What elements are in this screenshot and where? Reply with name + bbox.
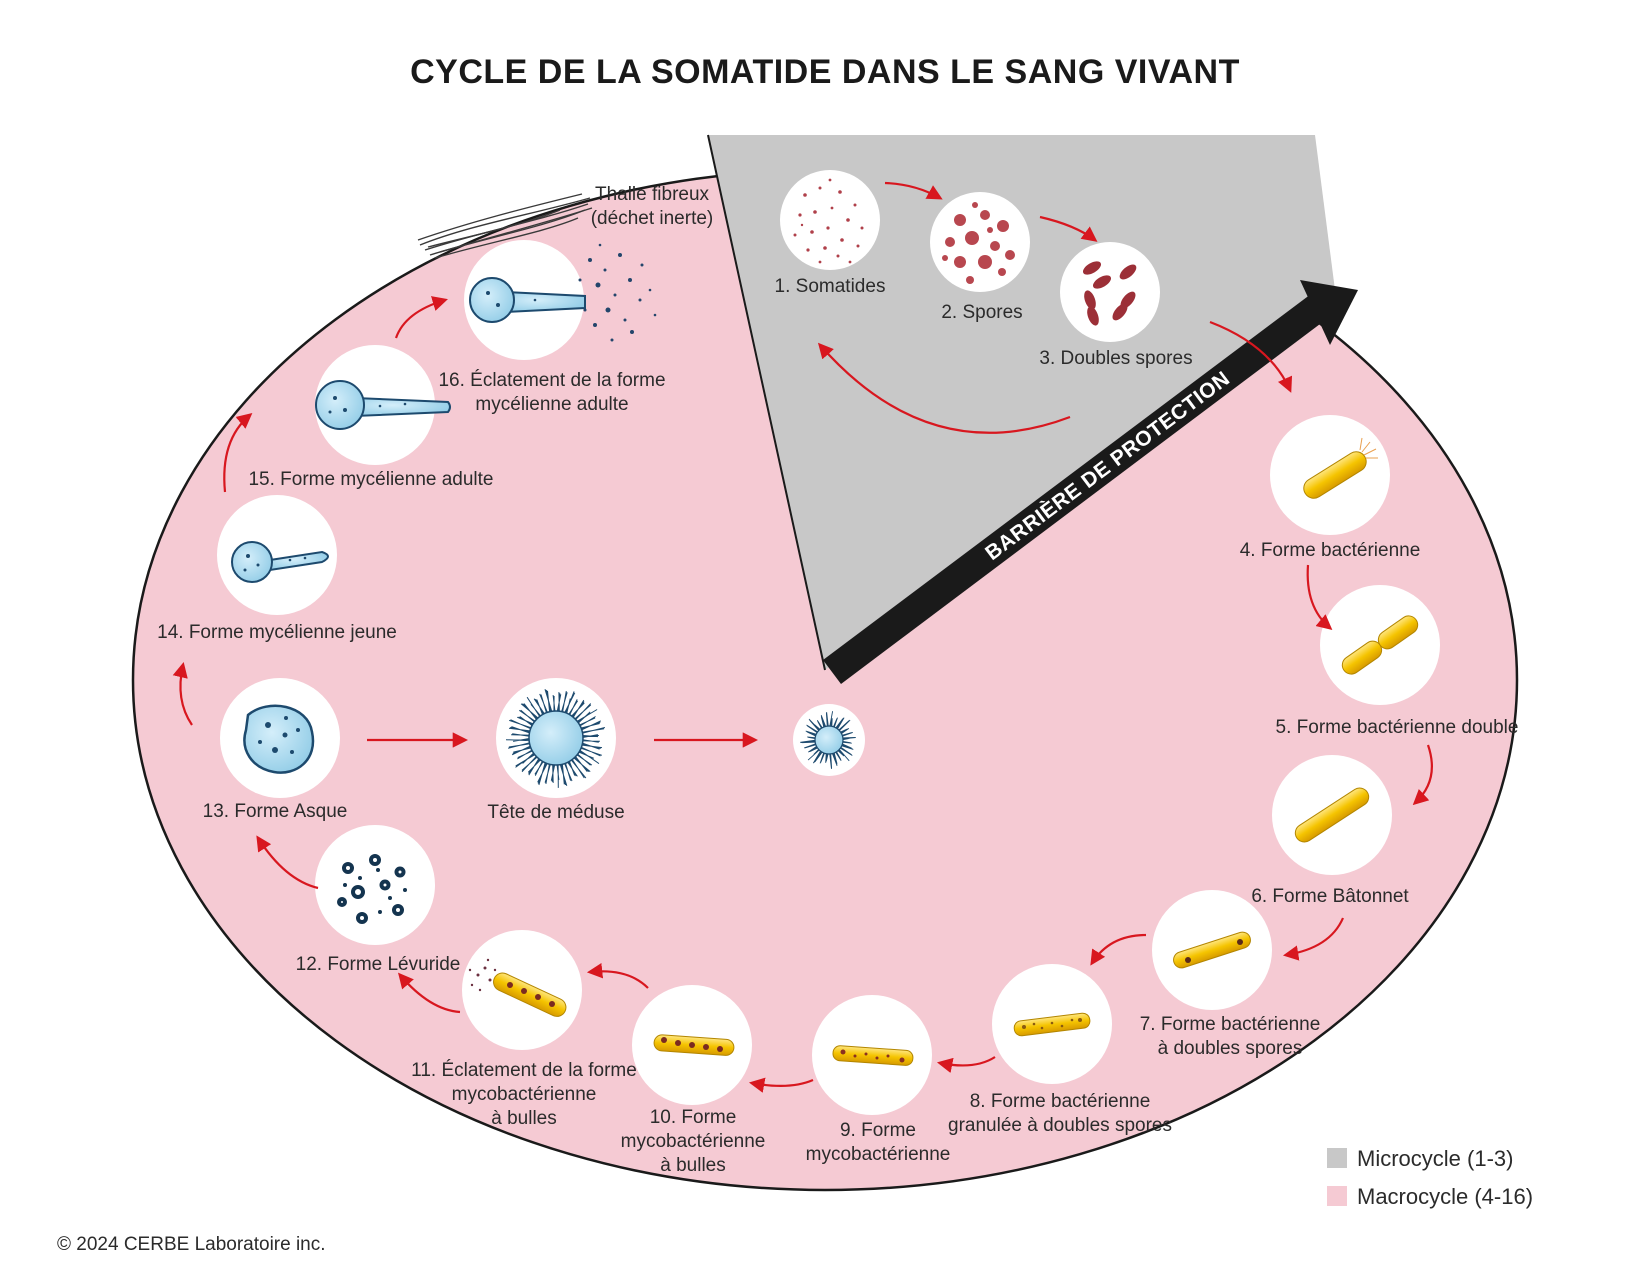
stage-central-small — [793, 704, 865, 776]
label-stage-4: 4. Forme bactérienne — [1240, 540, 1421, 561]
label-thalle-fibreux: Thalle fibreux(déchet inerte) — [591, 184, 714, 229]
stage-13-forme-asque — [220, 678, 340, 798]
stage-1-somatides — [780, 170, 880, 270]
legend-swatch-microcycle — [1327, 1148, 1347, 1168]
stage-7-forme-bacterienne-doubles-spores — [1152, 890, 1272, 1010]
stage-6-forme-batonnet — [1272, 755, 1392, 875]
stage-2-spores — [930, 192, 1030, 292]
stage-10-forme-mycobacterienne-bulles — [632, 985, 752, 1105]
label-stage-13: 13. Forme Asque — [203, 801, 348, 822]
microcycle-region — [708, 135, 1335, 670]
cycle-arrows — [172, 181, 1433, 1093]
label-stage-2: 2. Spores — [941, 302, 1022, 323]
label-stage-3: 3. Doubles spores — [1039, 348, 1192, 369]
stage-14-forme-mycelienne-jeune — [217, 495, 337, 615]
legend-swatch-macrocycle — [1327, 1186, 1347, 1206]
thalle-fibreux-illustration — [417, 193, 593, 259]
legend: Microcycle (1-3) Macrocycle (4-16) — [1327, 1146, 1533, 1209]
legend-label-macrocycle: Macrocycle (4-16) — [1357, 1184, 1533, 1209]
stage-5-forme-bacterienne-double — [1320, 585, 1440, 705]
label-stage-14: 14. Forme mycélienne jeune — [157, 622, 397, 643]
stage-labels: 1. Somatides 2. Spores 3. Doubles spores… — [157, 184, 1518, 1176]
stage-16-eclatement-mycelienne — [464, 240, 657, 360]
label-stage-5: 5. Forme bactérienne double — [1276, 717, 1519, 738]
stage-4-forme-bacterienne — [1270, 415, 1390, 535]
stage-8-forme-bacterienne-granulee — [992, 964, 1112, 1084]
label-tete-de-meduse: Tête de méduse — [487, 802, 624, 823]
label-stage-6: 6. Forme Bâtonnet — [1251, 886, 1409, 907]
label-stage-12: 12. Forme Lévuride — [296, 954, 461, 975]
copyright: © 2024 CERBE Laboratoire inc. — [57, 1234, 326, 1255]
stage-3-doubles-spores — [1060, 242, 1160, 342]
label-stage-1: 1. Somatides — [775, 276, 886, 297]
stage-11-eclatement-mycobacterienne — [462, 930, 582, 1050]
stage-15-forme-mycelienne-adulte — [315, 345, 451, 465]
stage-9-forme-mycobacterienne — [812, 995, 932, 1115]
page-title: CYCLE DE LA SOMATIDE DANS LE SANG VIVANT — [410, 53, 1240, 91]
stage-tete-de-meduse — [496, 678, 616, 798]
stage-12-forme-levuride — [315, 825, 435, 945]
label-stage-15: 15. Forme mycélienne adulte — [248, 469, 493, 490]
legend-label-microcycle: Microcycle (1-3) — [1357, 1146, 1513, 1171]
